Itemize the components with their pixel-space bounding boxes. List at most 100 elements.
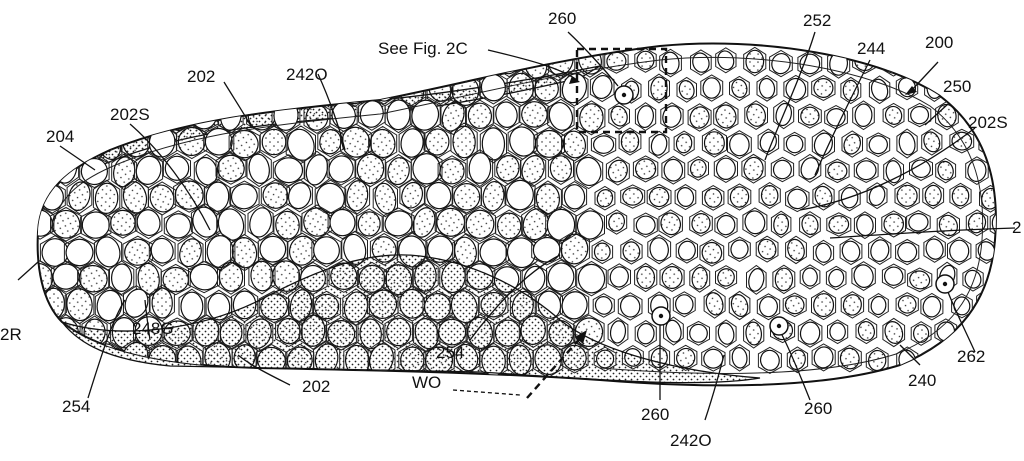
foam-cell-border: [590, 132, 617, 157]
foam-cell-border: [504, 176, 536, 214]
foam-cell: [813, 77, 834, 99]
foam-cell: [42, 73, 67, 102]
foam-cell-border: [1006, 345, 1024, 371]
foam-cell-border: [37, 45, 53, 79]
foam-cell: [898, 131, 916, 156]
foam-cell-border: [594, 185, 616, 211]
foam-cell-border: [477, 235, 510, 270]
foam-cell: [42, 287, 65, 320]
foam-cell: [453, 183, 481, 211]
foam-cell: [609, 266, 629, 288]
foam-cell: [401, 181, 424, 209]
foam-cell: [703, 131, 725, 155]
foam-cell: [828, 268, 845, 288]
foam-cell-border: [825, 265, 847, 291]
label-240: 240: [908, 371, 936, 390]
foam-cell-border: [646, 183, 672, 211]
foam-cell-border: [620, 184, 646, 209]
foam-cell: [230, 183, 258, 210]
foam-cell: [787, 238, 805, 261]
foam-cell-border: [384, 96, 413, 134]
foam-cell-border: [840, 76, 862, 105]
foam-cell: [757, 238, 777, 260]
foam-cell: [691, 266, 708, 290]
foam-cell-border: [991, 316, 996, 346]
foam-cell-border: [672, 291, 696, 318]
foam-cell: [1007, 79, 1024, 100]
foam-cell-border: [773, 99, 795, 130]
foam-cell: [313, 236, 340, 265]
foam-cell-border: [382, 207, 415, 240]
label-2-right: 2: [1012, 218, 1021, 237]
foam-cell: [854, 103, 873, 127]
foam-cell-border: [756, 74, 778, 102]
foam-cell: [110, 263, 133, 292]
foam-cell: [231, 237, 258, 269]
foam-cell-border: [634, 262, 658, 293]
foam-cell: [341, 126, 371, 158]
foam-cell-border: [605, 156, 630, 186]
foam-cell: [563, 184, 586, 210]
foam-cell: [992, 51, 996, 75]
foam-cell: [884, 321, 904, 344]
foam-cell: [701, 241, 723, 264]
foam-cell-border: [132, 45, 165, 79]
foam-cell: [79, 104, 107, 132]
foam-cell: [939, 49, 957, 72]
foam-cell: [165, 213, 192, 239]
foam-cell: [964, 269, 982, 289]
foam-cell: [329, 208, 356, 237]
foam-cell: [439, 158, 465, 185]
foam-cell: [637, 105, 654, 129]
foam-cell: [260, 75, 285, 102]
foam-cell: [676, 347, 696, 368]
foam-cell: [124, 238, 152, 266]
foam-cell: [66, 74, 92, 102]
foam-cell: [702, 77, 721, 99]
foam-cell: [250, 260, 274, 292]
foam-cell-border: [853, 211, 876, 240]
foam-cell: [426, 181, 452, 210]
foam-cell: [967, 159, 987, 182]
foam-cell-border: [922, 181, 945, 210]
foam-cell: [496, 212, 522, 240]
foam-cell-border: [714, 211, 738, 239]
foam-cell-border: [825, 158, 850, 184]
foam-cell: [759, 131, 777, 153]
foam-cell-border: [37, 148, 55, 188]
foam-cell: [620, 130, 640, 153]
foam-cell-border: [770, 210, 792, 239]
foam-cell-border: [314, 179, 347, 217]
foam-cell-border: [786, 346, 809, 374]
foam-cell: [977, 241, 996, 261]
foam-cell-border: [703, 288, 726, 319]
foam-cell-border: [606, 209, 628, 235]
foam-cell: [608, 212, 626, 232]
foam-cell-border: [728, 236, 751, 262]
foam-cell-border: [109, 46, 136, 78]
foam-cell: [649, 237, 669, 262]
foam-cell: [922, 295, 942, 318]
foam-cell: [179, 238, 202, 268]
foam-cell: [704, 188, 723, 208]
foam-cell: [715, 157, 736, 180]
foam-cell: [949, 239, 970, 263]
foam-cell-border: [576, 260, 607, 297]
foam-cell: [546, 208, 576, 241]
foam-cell: [303, 207, 331, 237]
foam-cell: [675, 133, 693, 154]
foam-cell-border: [258, 72, 287, 105]
foam-cell: [136, 209, 161, 236]
foam-cell: [828, 215, 850, 234]
foam-cell: [636, 50, 655, 70]
foam-cell-border: [398, 125, 426, 161]
foam-cell-border: [797, 318, 823, 348]
foam-cell-border: [1005, 291, 1024, 317]
foam-cell-border: [620, 238, 643, 265]
foam-cell-border: [743, 46, 767, 77]
foam-cell: [799, 53, 821, 75]
foam-cell: [134, 48, 163, 76]
foam-cell: [856, 214, 874, 237]
foam-cell: [843, 133, 861, 155]
